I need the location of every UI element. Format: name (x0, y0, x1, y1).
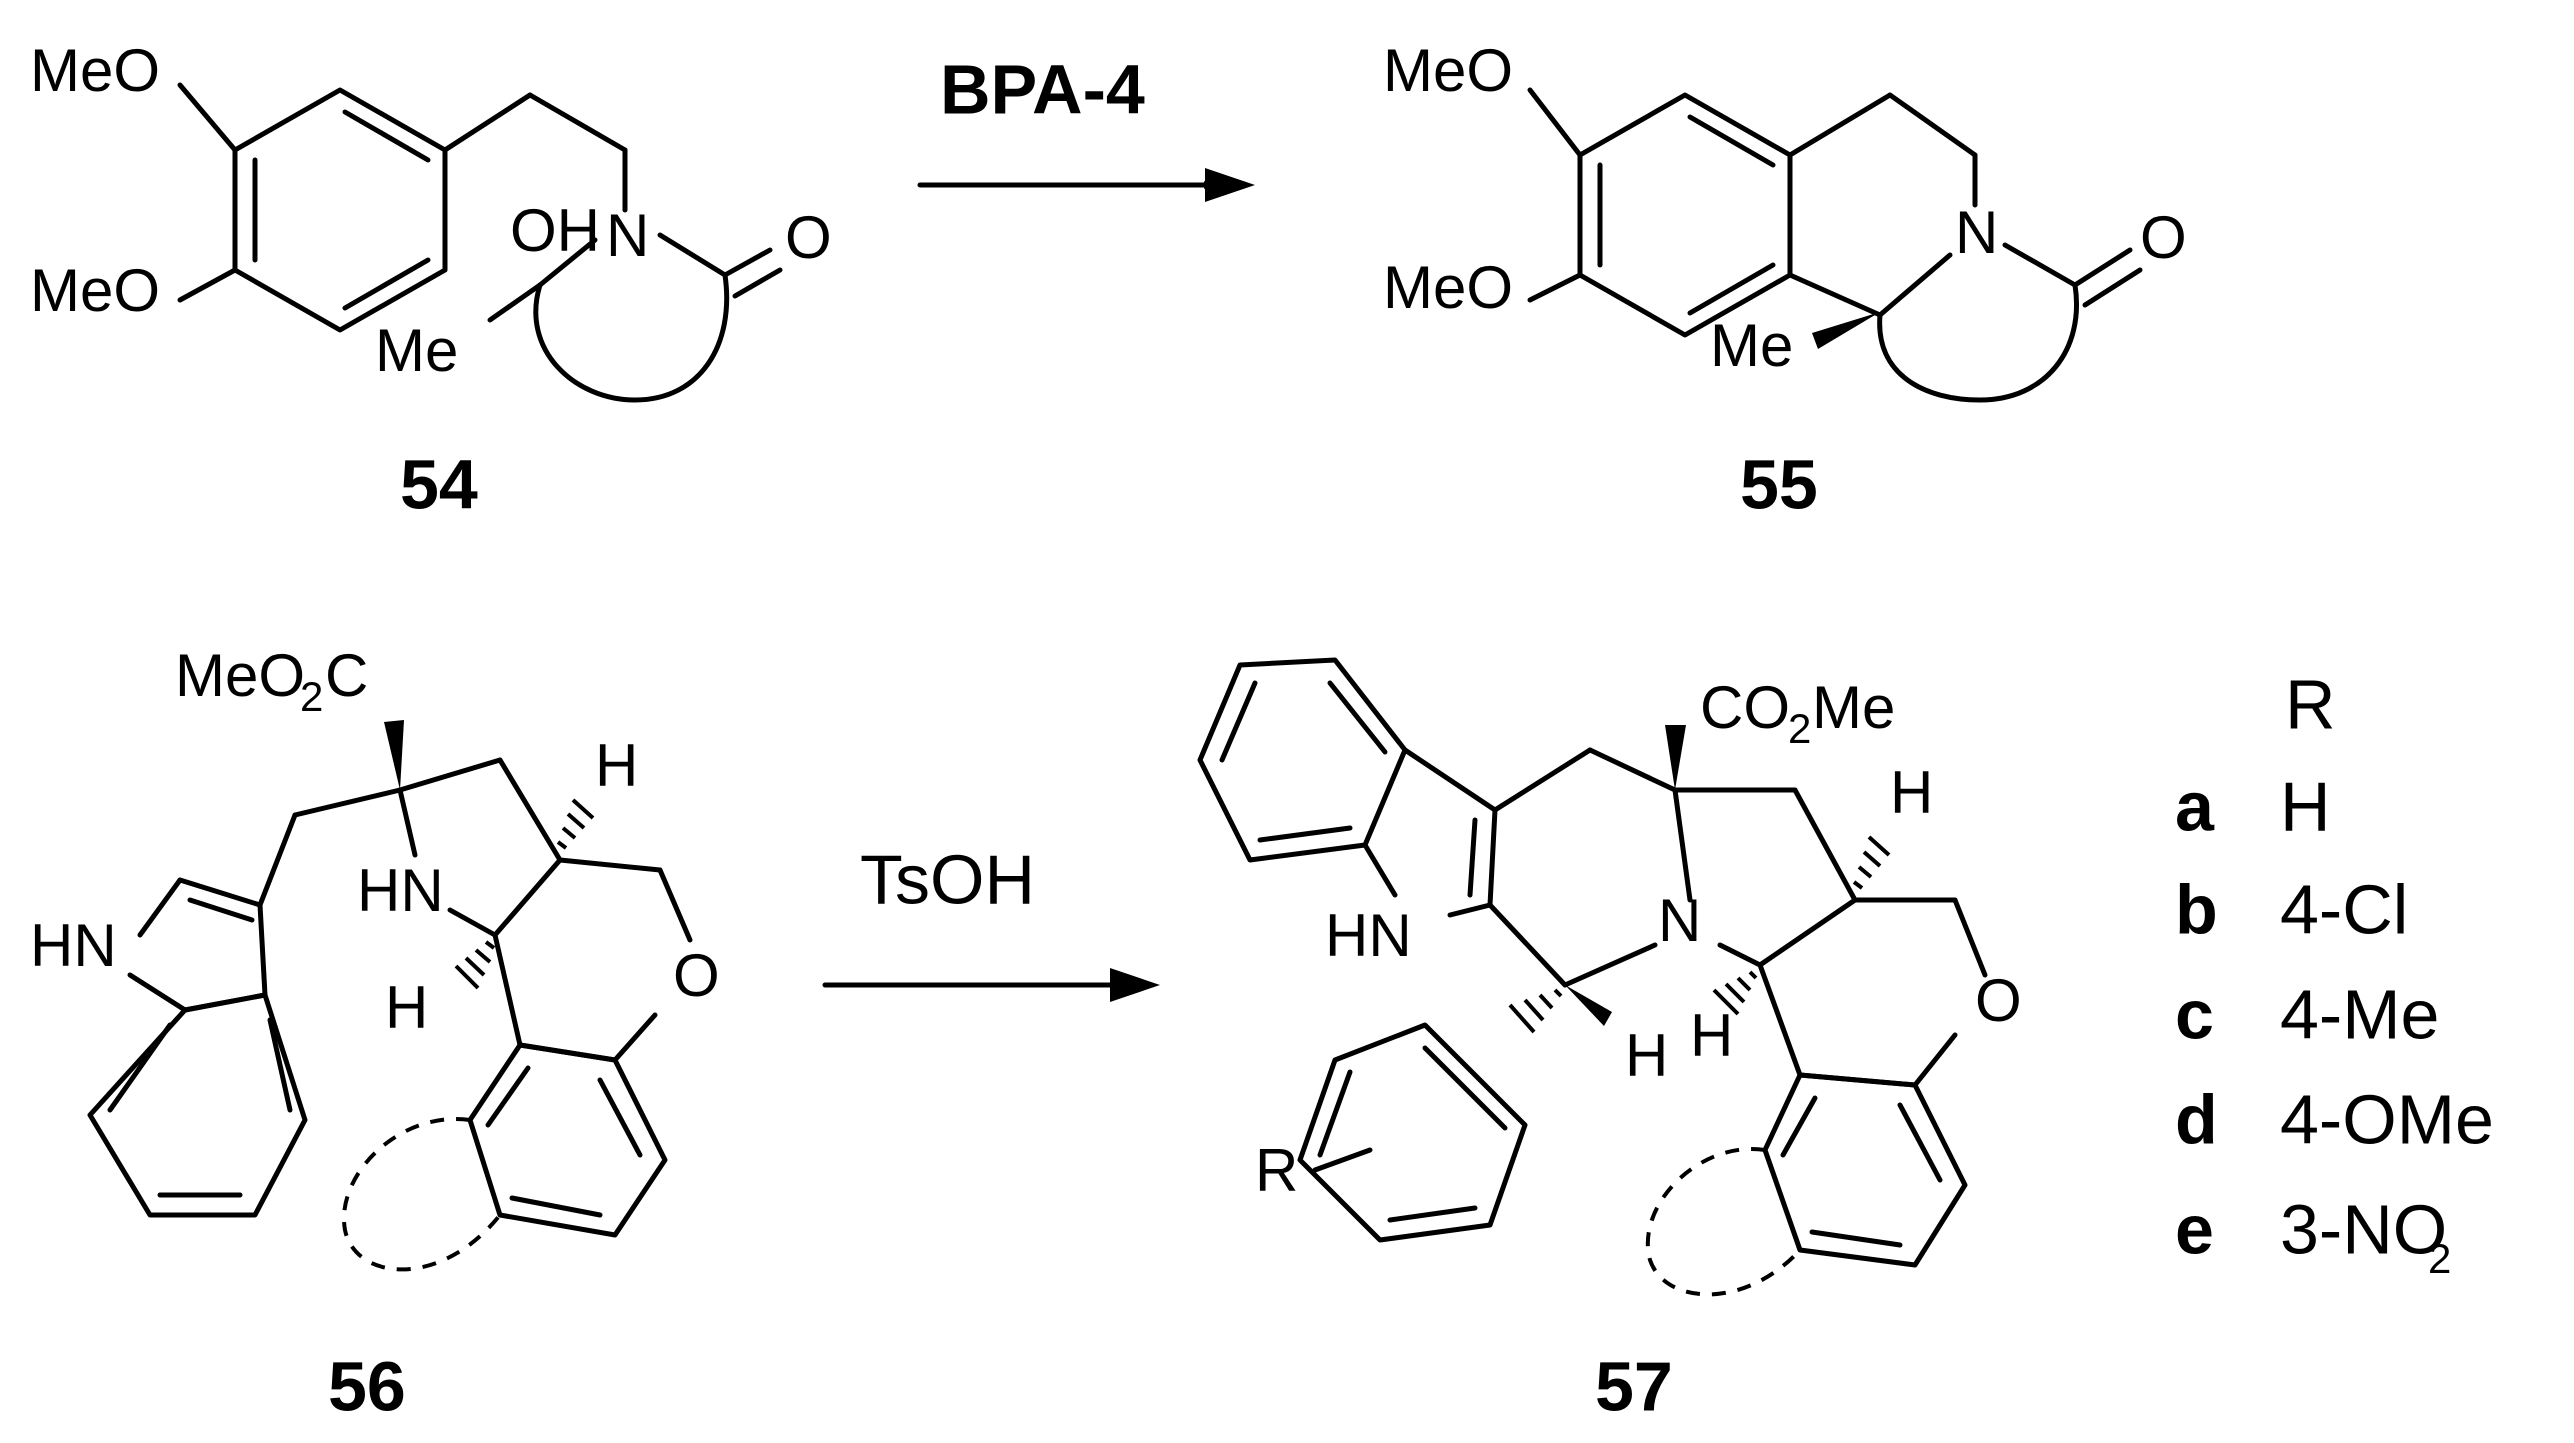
compound-56-indole-nh: HN (30, 912, 117, 979)
legend-value-a: H (2280, 767, 2331, 845)
compound-54-bonds (177, 82, 783, 403)
legend-subscript-e: 2 (2428, 1235, 2451, 1282)
compound-57: CO 2 Me HN N H H H O R 57 (1197, 657, 2022, 1425)
compound-55-o: O (2140, 204, 2187, 271)
compound-55-bonds (1527, 87, 2143, 403)
compound-56-h-bottom: H (385, 974, 428, 1041)
legend-letter-c: c (2175, 975, 2214, 1053)
compound-56-h-top: H (595, 732, 638, 799)
reaction-1-arrow: BPA-4 (917, 50, 1255, 202)
compound-57-bonds (1197, 657, 1988, 1268)
compound-55-me: Me (1710, 312, 1793, 379)
compound-56-ester-wedge (384, 720, 404, 790)
compound-57-ester-me: Me (1812, 674, 1895, 741)
legend-letter-d: d (2175, 1080, 2218, 1158)
compound-57-fused-ring-dashed (1646, 1146, 1802, 1297)
compound-56-bonds (87, 757, 693, 1238)
reaction-1-reagent: BPA-4 (940, 50, 1145, 128)
legend-letter-b: b (2175, 870, 2218, 948)
compound-56-hash-top (556, 798, 595, 850)
reaction-2-reagent: TsOH (860, 840, 1035, 918)
compound-54-me: Me (375, 317, 458, 384)
substituent-legend: R a H b 4-Cl c 4-Me d 4-OMe e 3-NO 2 (2175, 665, 2494, 1282)
compound-57-r: R (1255, 1137, 1298, 1204)
compound-56-ester-c: C (325, 642, 368, 709)
compound-54-ome-top: MeO (30, 37, 160, 104)
compound-54-ome-bottom: MeO (30, 257, 160, 324)
compound-56: MeO 2 C HN HN H H O 56 (30, 642, 720, 1426)
compound-56-ester-meo: MeO (175, 642, 305, 709)
compound-55-ome-top: MeO (1383, 37, 1513, 104)
compound-56-number: 56 (328, 1347, 406, 1425)
compound-55-methyl-wedge (1812, 312, 1880, 349)
compound-54-oh: OH (510, 197, 600, 264)
compound-54-number: 54 (400, 445, 478, 523)
compound-55-n: N (1955, 199, 1998, 266)
legend-letter-e: e (2175, 1190, 2214, 1268)
legend-value-c: 4-Me (2280, 975, 2439, 1053)
legend-value-b: 4-Cl (2280, 870, 2408, 948)
compound-57-ester-co: CO (1700, 674, 1790, 741)
compound-57-number: 57 (1595, 1347, 1673, 1425)
compound-57-h-top: H (1890, 759, 1933, 826)
compound-56-ring-nh: HN (357, 857, 444, 924)
compound-57-h-low: H (1690, 1002, 1733, 1069)
compound-57-hash-aryl (1508, 988, 1563, 1034)
reaction-2-arrow: TsOH (822, 840, 1160, 1002)
compound-57-h-wedge (1565, 985, 1612, 1026)
compound-56-o: O (673, 942, 720, 1009)
compound-57-n: N (1658, 887, 1701, 954)
compound-55-number: 55 (1740, 445, 1818, 523)
legend-header: R (2285, 665, 2336, 743)
compound-54: MeO MeO OH N O Me 54 (30, 37, 832, 524)
compound-57-h-mid: H (1625, 1022, 1668, 1089)
compound-57-ester-wedge (1665, 725, 1686, 790)
compound-55: MeO MeO N O Me 55 (1383, 37, 2187, 524)
compound-54-n: N (606, 202, 649, 269)
compound-57-o: O (1975, 967, 2022, 1034)
compound-56-hash-bottom (454, 940, 496, 990)
compound-54-o: O (785, 204, 832, 271)
compound-55-ome-bottom: MeO (1383, 254, 1513, 321)
compound-57-indole-nh: HN (1325, 902, 1412, 969)
compound-57-hash-low (1712, 970, 1758, 1016)
compound-57-hash-top (1852, 835, 1891, 890)
legend-letter-a: a (2175, 767, 2215, 845)
compound-56-ester-subscript: 2 (300, 673, 323, 720)
compound-57-ester-subscript: 2 (1788, 705, 1811, 752)
legend-value-e: 3-NO (2280, 1190, 2447, 1268)
compound-56-fused-ring-dashed (341, 1116, 502, 1272)
legend-value-d: 4-OMe (2280, 1080, 2494, 1158)
